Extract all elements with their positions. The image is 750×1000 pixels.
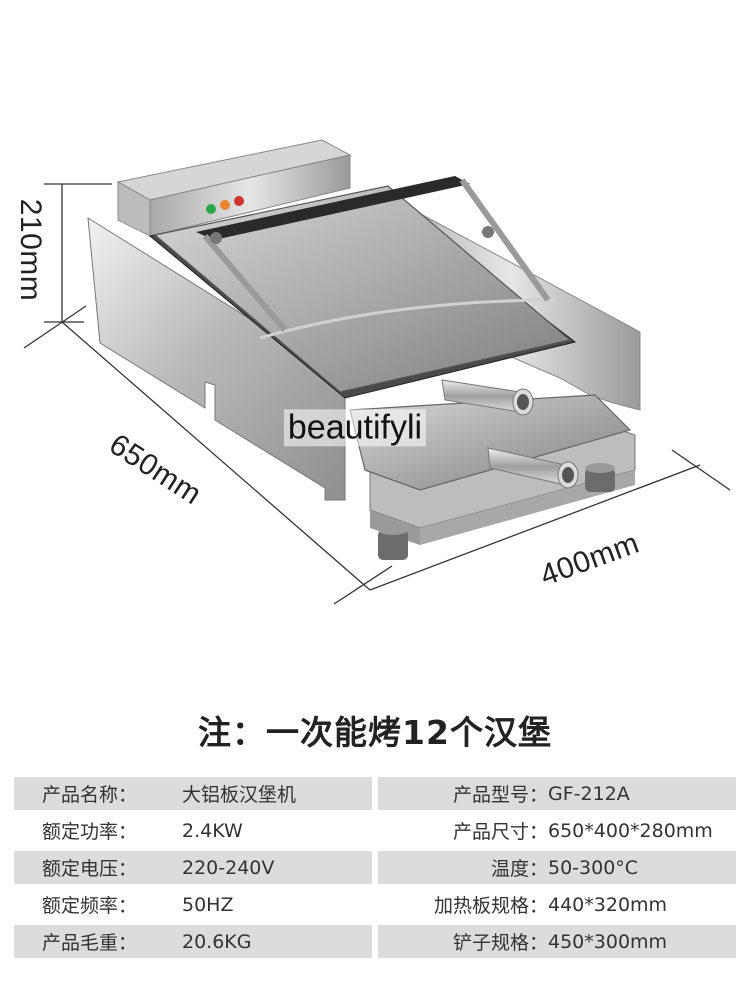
spec-label: 额定电压： [14, 851, 182, 884]
spec-label: 额定功率： [42, 821, 138, 843]
spec-row: 额定频率： 50HZ 加热板规格： 440*320mm [14, 888, 736, 921]
foot-front-left [378, 530, 408, 560]
spec-label: 温度： [378, 851, 548, 884]
watermark-text: beautifyli [283, 408, 427, 447]
upper-exhaust-pipe [441, 379, 534, 416]
length-dimension-line [23, 305, 393, 605]
spec-value: 50-300°C [548, 851, 736, 884]
spec-table: 产品名称： 大铝板汉堡机 产品型号： GF-212A 额定功率： 2.4KW 产… [14, 773, 736, 962]
height-dimension-label: 210mm [14, 198, 47, 302]
spec-row: 额定电压： 220-240V 温度： 50-300°C [14, 851, 736, 884]
spec-label: 产品型号： [378, 777, 548, 810]
left-side-panel [87, 217, 346, 501]
indicator-light-green [206, 204, 216, 214]
foot-front-right [585, 468, 615, 492]
indicator-light-orange [220, 200, 230, 210]
spec-row: 产品名称： 大铝板汉堡机 产品型号： GF-212A [14, 777, 736, 810]
width-dimension-line [369, 449, 731, 591]
spec-value: 220-240V [182, 851, 372, 884]
spec-label: 产品尺寸： [452, 821, 548, 843]
control-box-side [149, 154, 351, 237]
spec-value: 20.6KG [182, 925, 372, 958]
hamburger-machine-image [23, 139, 731, 605]
lower-exhaust-pipe [487, 447, 579, 489]
spec-row: 产品毛重： 20.6KG 铲子规格： 450*300mm [14, 925, 736, 958]
capacity-note: 注：一次能烤12个汉堡 [198, 713, 552, 752]
spec-value: 450*300mm [548, 925, 736, 958]
spec-label: 产品毛重： [14, 925, 182, 958]
spec-label: 铲子规格： [378, 925, 548, 958]
spec-label: 产品名称： [14, 777, 182, 810]
spec-row: 额定功率： 2.4KW 产品尺寸： 650*400*280mm [14, 814, 736, 847]
spec-label: 额定频率： [42, 895, 138, 917]
spec-value: 2.4KW [182, 819, 243, 842]
spec-value: 50HZ [182, 893, 234, 916]
height-dimension-line [44, 183, 112, 323]
indicator-light-red [234, 196, 244, 206]
spec-value: 440*320mm [548, 893, 668, 916]
spec-value: 650*400*280mm [548, 819, 713, 842]
upper-plate [153, 185, 572, 393]
spec-label: 加热板规格： [433, 895, 548, 917]
spec-value: 大铝板汉堡机 [182, 777, 372, 810]
lid-handle [196, 176, 551, 332]
spec-value: GF-212A [548, 777, 736, 810]
